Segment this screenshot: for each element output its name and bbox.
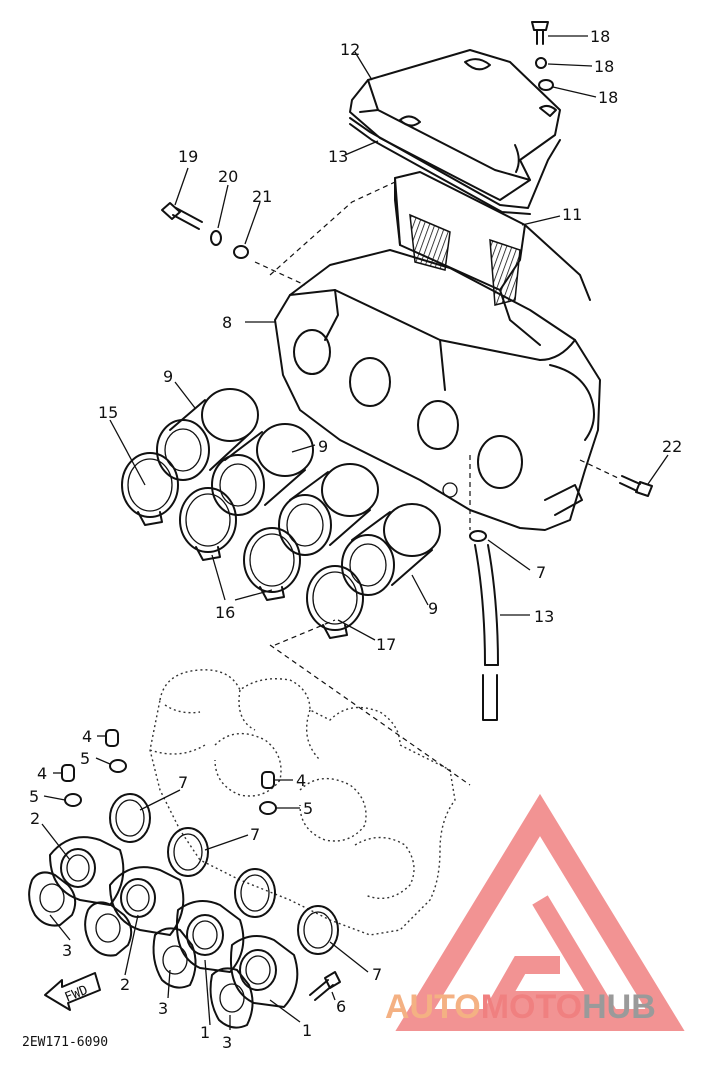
callout-2-a: 2 <box>30 809 40 828</box>
callout-20: 20 <box>218 167 238 186</box>
diagram-code: 2EW171-6090 <box>22 1035 108 1050</box>
callout-4-b: 4 <box>37 764 47 783</box>
callout-1-b: 1 <box>302 1021 312 1040</box>
washer-21 <box>233 245 249 259</box>
washer-16 <box>535 57 547 69</box>
callout-1-a: 1 <box>200 1023 210 1042</box>
callout-5-c: 5 <box>303 799 313 818</box>
washer-17 <box>538 79 554 91</box>
carburetor-clamps <box>109 793 339 955</box>
callout-4-c: 4 <box>296 771 306 790</box>
callout-18-b: 16 <box>215 603 235 622</box>
intake-joints <box>156 388 441 596</box>
callout-7-a: 7 <box>178 773 188 792</box>
hose-clamps <box>121 452 364 639</box>
breather-hose <box>469 530 499 721</box>
callout-4-a: 4 <box>82 727 92 746</box>
automotohub-logo: AUTOMOTOHUB <box>385 793 685 1031</box>
callout-16: 18 <box>594 57 614 76</box>
callout-5-a: 5 <box>80 749 90 768</box>
bolt-22 <box>619 475 653 497</box>
caps-and-clips <box>61 729 277 815</box>
callout-19: 19 <box>178 147 198 166</box>
screw-15 <box>531 21 549 45</box>
callout-15: 18 <box>590 27 610 46</box>
callout-3-c: 3 <box>222 1033 232 1052</box>
callout-9-b: 9 <box>318 437 328 456</box>
carburetor-ghost-outline <box>149 669 456 936</box>
air-filter-gasket <box>349 117 561 215</box>
watermark-auto: AUTO <box>385 988 481 1026</box>
air-box <box>274 249 601 531</box>
fwd-arrow-icon: FWD <box>44 972 101 1011</box>
callout-18-a: 15 <box>98 403 118 422</box>
callout-7-b: 7 <box>250 825 260 844</box>
callout-5-b: 5 <box>29 787 39 806</box>
air-filter-cover <box>349 49 561 201</box>
callout-13: 13 <box>534 607 554 626</box>
leader-lines <box>41 35 669 1030</box>
callout-6: 6 <box>336 997 346 1016</box>
callout-11: 12 <box>340 40 360 59</box>
callout-2-b: 2 <box>120 975 130 994</box>
callout-10: 11 <box>562 205 582 224</box>
callout-9-a: 9 <box>163 367 173 386</box>
callout-7-c: 7 <box>372 965 382 984</box>
carburetor-joints <box>28 836 299 1029</box>
bolt-19 <box>161 202 203 230</box>
fwd-label: FWD <box>63 983 91 1006</box>
callout-3-b: 3 <box>158 999 168 1018</box>
watermark-hub: HUB <box>582 988 656 1026</box>
callout-18-c: 17 <box>376 635 396 654</box>
callout-14: 7 <box>536 563 546 582</box>
air-filter-element <box>394 171 591 346</box>
callout-labels: 18 18 18 12 13 11 8 19 20 21 9 9 9 15 16… <box>29 27 682 1052</box>
callout-17: 18 <box>598 88 618 107</box>
callout-12: 13 <box>328 147 348 166</box>
bolt-6 <box>309 971 341 1001</box>
watermark-moto: MOTO <box>481 988 582 1026</box>
callout-3-a: 3 <box>62 941 72 960</box>
callout-22: 22 <box>662 437 682 456</box>
washer-20 <box>210 230 222 246</box>
callout-8: 8 <box>222 313 232 332</box>
callout-9-c: 9 <box>428 599 438 618</box>
callout-21: 21 <box>252 187 272 206</box>
svg-text:AUTOMOTOHUB: AUTOMOTOHUB <box>385 988 656 1026</box>
